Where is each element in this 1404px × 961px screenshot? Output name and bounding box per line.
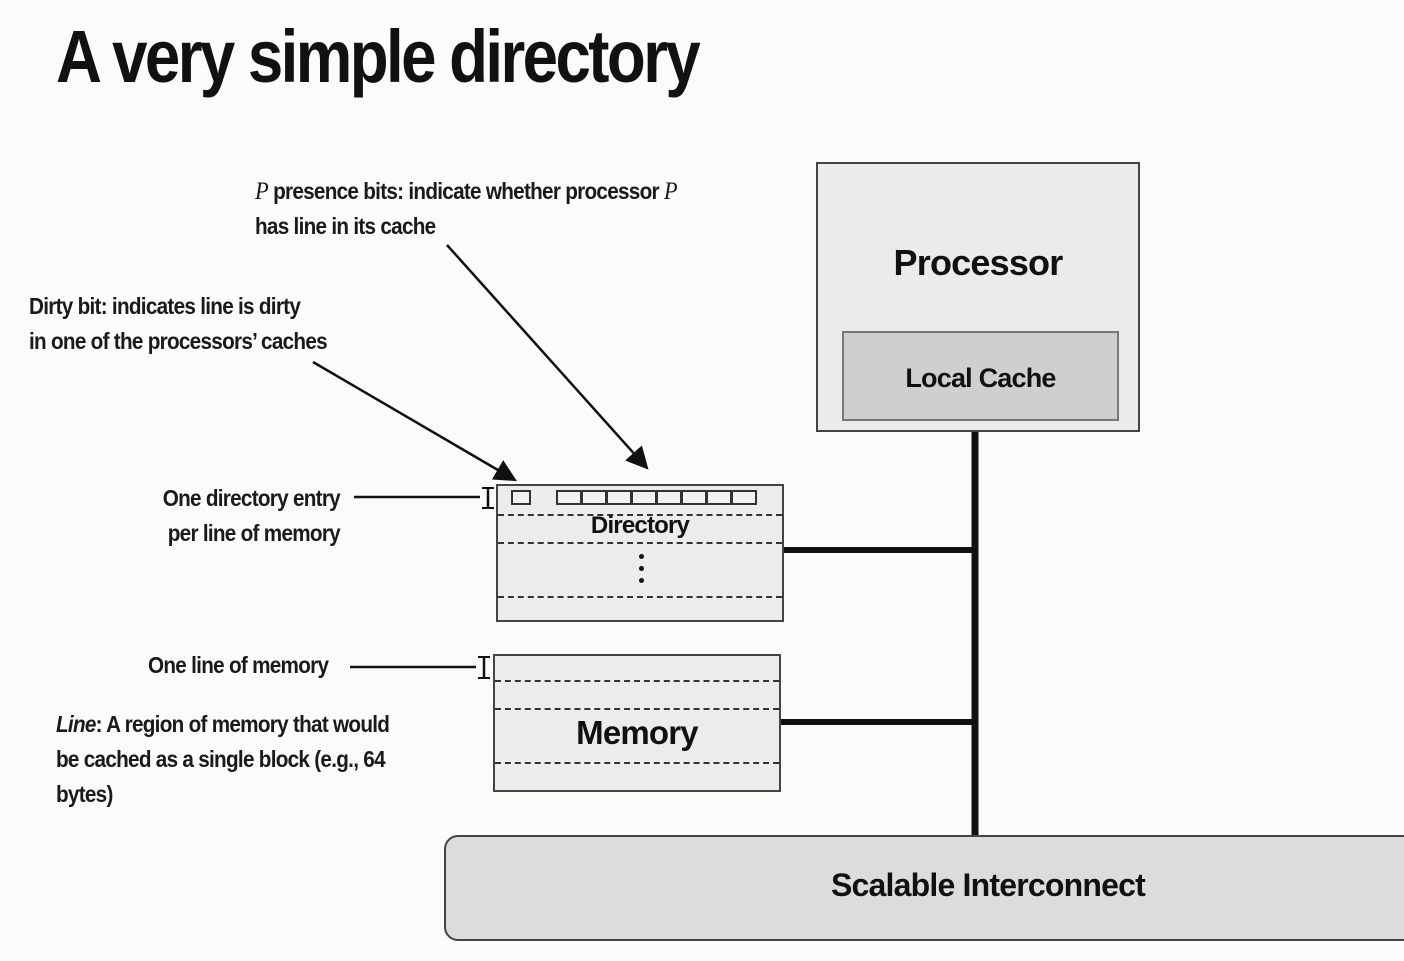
page-title: A very simple directory (56, 15, 701, 98)
directory-block: Directory (496, 484, 784, 622)
dirty-bit (511, 490, 531, 505)
memory-block: Memory (493, 654, 781, 792)
line-definition-note: Line: A region of memory that would be c… (56, 711, 390, 807)
processor-label: Processor (893, 242, 1064, 283)
directory-entry-note: One directory entry per line of memory (162, 485, 341, 546)
memory-line-note: One line of memory (148, 652, 329, 678)
presence-bit (581, 490, 607, 505)
interconnect-block: Scalable Interconnect (444, 835, 1404, 941)
processor-block: Processor Local Cache (816, 162, 1140, 432)
presence-bit (706, 490, 732, 505)
presence-bits-arrow (446, 244, 649, 470)
presence-bit (556, 490, 582, 505)
presence-bit (606, 490, 632, 505)
presence-bit (631, 490, 657, 505)
memory-label: Memory (576, 714, 699, 751)
dirty-bit-arrow (312, 360, 517, 482)
local-cache-block: Local Cache (842, 331, 1119, 421)
local-cache-label: Local Cache (905, 363, 1056, 393)
directory-label: Directory (590, 512, 690, 539)
dirty-bit-note: Dirty bit: indicates line is dirty in on… (29, 293, 328, 354)
presence-bit (731, 490, 757, 505)
presence-bit (681, 490, 707, 505)
presence-bit (656, 490, 682, 505)
presence-bits-note: P presence bits: indicate whether proces… (255, 178, 678, 239)
interconnect-label: Scalable Interconnect (831, 867, 1146, 903)
